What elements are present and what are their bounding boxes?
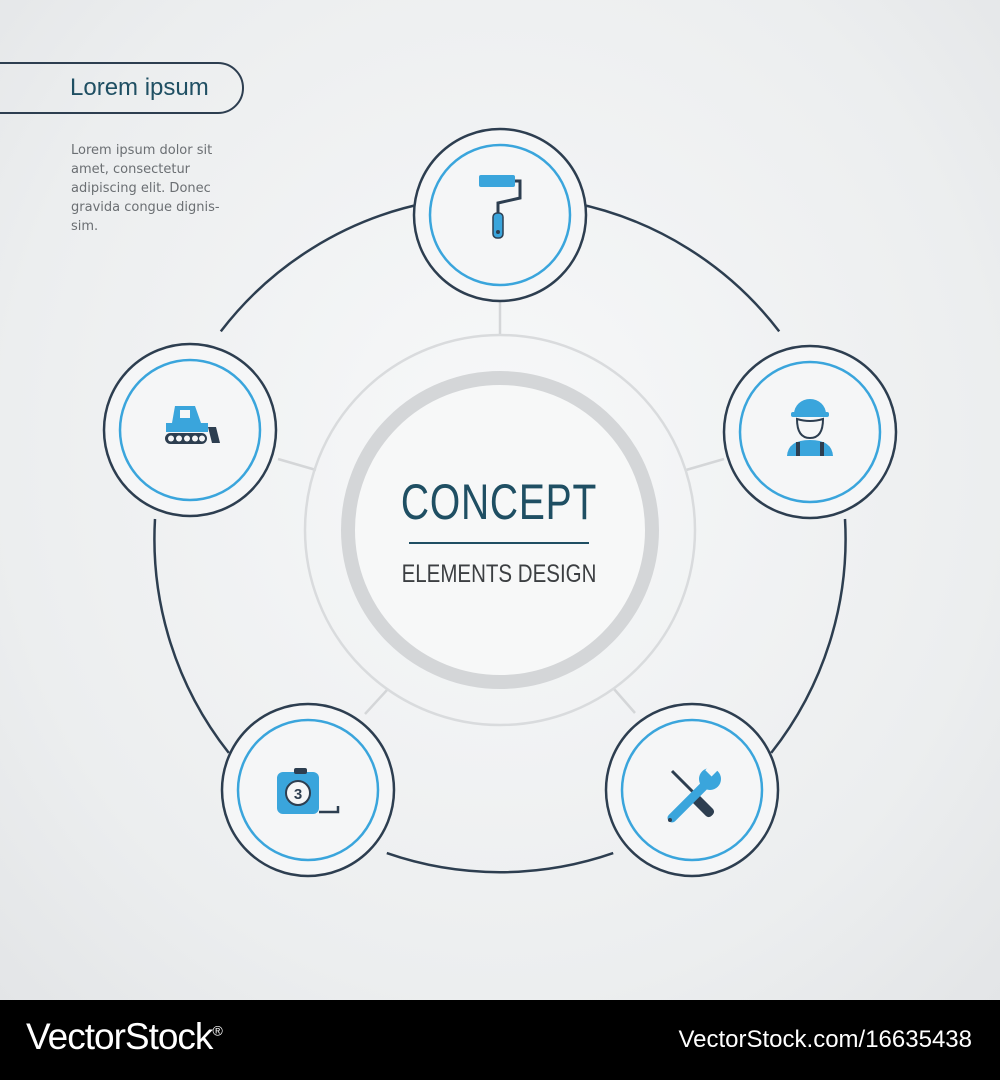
intro-text: Lorem ipsum dolor sit amet, consectetur … <box>71 143 220 234</box>
center-inner-ring <box>341 371 659 689</box>
spoke-left <box>277 457 317 472</box>
node-bottom-right <box>604 702 780 878</box>
arc-top-right <box>573 201 781 333</box>
title-pill <box>0 62 244 114</box>
node-top <box>412 127 588 303</box>
spoke-bottom-right <box>613 688 636 714</box>
node-left <box>102 342 278 518</box>
tape-measure-number: 3 <box>294 786 302 803</box>
arc-bottom <box>386 851 614 874</box>
infographic-canvas: Lorem ipsum Lorem ipsum dolor sit amet, … <box>0 0 1000 1000</box>
concept-title: CONCEPT <box>400 474 598 530</box>
concept-divider <box>409 542 589 544</box>
center-outer-ring <box>303 333 697 727</box>
arc-top-left <box>219 201 427 333</box>
node-bottom-left: 3 <box>220 702 396 878</box>
concept-diagram: 3 <box>102 127 898 878</box>
arc-left <box>153 518 230 754</box>
arc-right <box>770 518 847 754</box>
bulldozer-icon <box>165 406 220 444</box>
paint-roller-icon <box>479 175 522 239</box>
tape-measure-icon: 3 <box>277 768 340 814</box>
footer-logo: VectorStock® <box>26 1016 223 1058</box>
concept-subtitle: ELEMENTS DESIGN <box>401 560 597 588</box>
header-title: Lorem ipsum <box>70 74 209 101</box>
footer-bar: VectorStock® VectorStock.com/16635438 <box>0 1000 1000 1080</box>
spoke-bottom-left <box>364 689 388 715</box>
tools-icon <box>667 760 721 823</box>
spoke-right <box>685 457 725 472</box>
outer-arcs <box>153 201 847 874</box>
registered-mark: ® <box>212 1022 222 1039</box>
footer-brand: VectorStock <box>26 1016 213 1057</box>
worker-icon <box>787 399 833 456</box>
spokes <box>277 297 725 715</box>
footer-url: VectorStock.com/16635438 <box>678 1026 972 1053</box>
node-right <box>722 344 898 520</box>
